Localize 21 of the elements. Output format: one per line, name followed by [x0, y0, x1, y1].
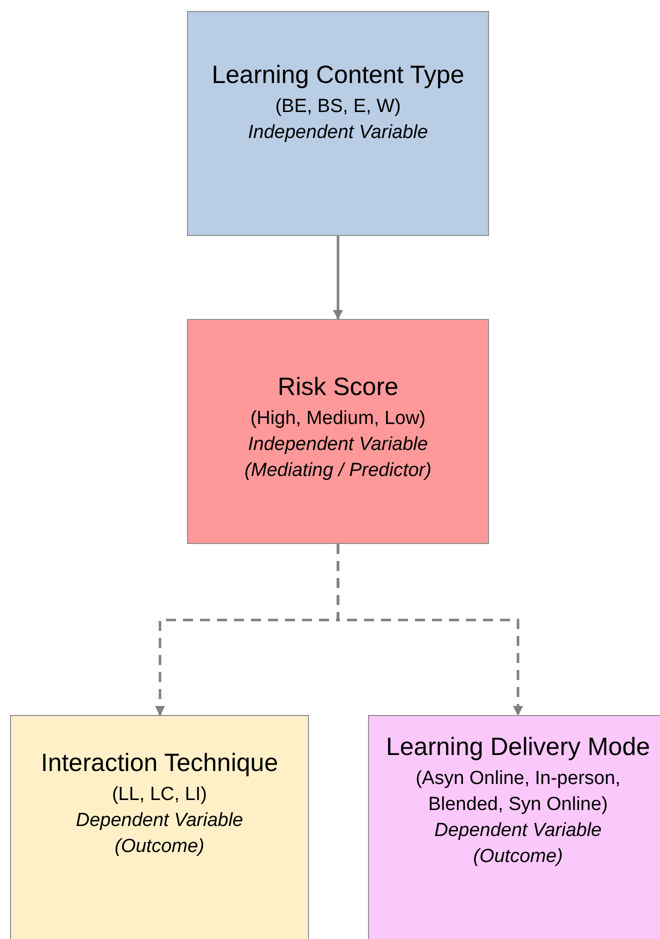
box-text: Dependent Variable: [76, 809, 244, 833]
box-text: Dependent Variable: [434, 819, 602, 843]
box-title: Interaction Technique: [40, 748, 278, 779]
box-title: Learning Content Type: [212, 60, 464, 91]
variable-box: [187, 11, 489, 236]
box-title: Learning Delivery Mode: [386, 732, 650, 763]
arrow: [333, 236, 343, 320]
arrow: [336, 544, 523, 716]
box-text: (BE, BS, E, W): [275, 95, 401, 119]
box-text: (LL, LC, LI): [112, 783, 208, 807]
box-text: (Outcome): [473, 845, 563, 869]
box-text: Independent Variable: [248, 433, 428, 457]
box-title: Risk Score: [278, 372, 398, 403]
box-text: (High, Medium, Low): [250, 407, 426, 431]
variable-box: [10, 715, 309, 939]
box-text: Independent Variable: [248, 121, 428, 145]
box-text: (Mediating / Predictor): [244, 459, 432, 483]
variable-box: [187, 319, 489, 544]
box-text: (Outcome): [114, 835, 204, 859]
box-text: (Asyn Online, In-person, Blended, Syn Online): [414, 767, 622, 817]
variable-box: [368, 715, 660, 939]
